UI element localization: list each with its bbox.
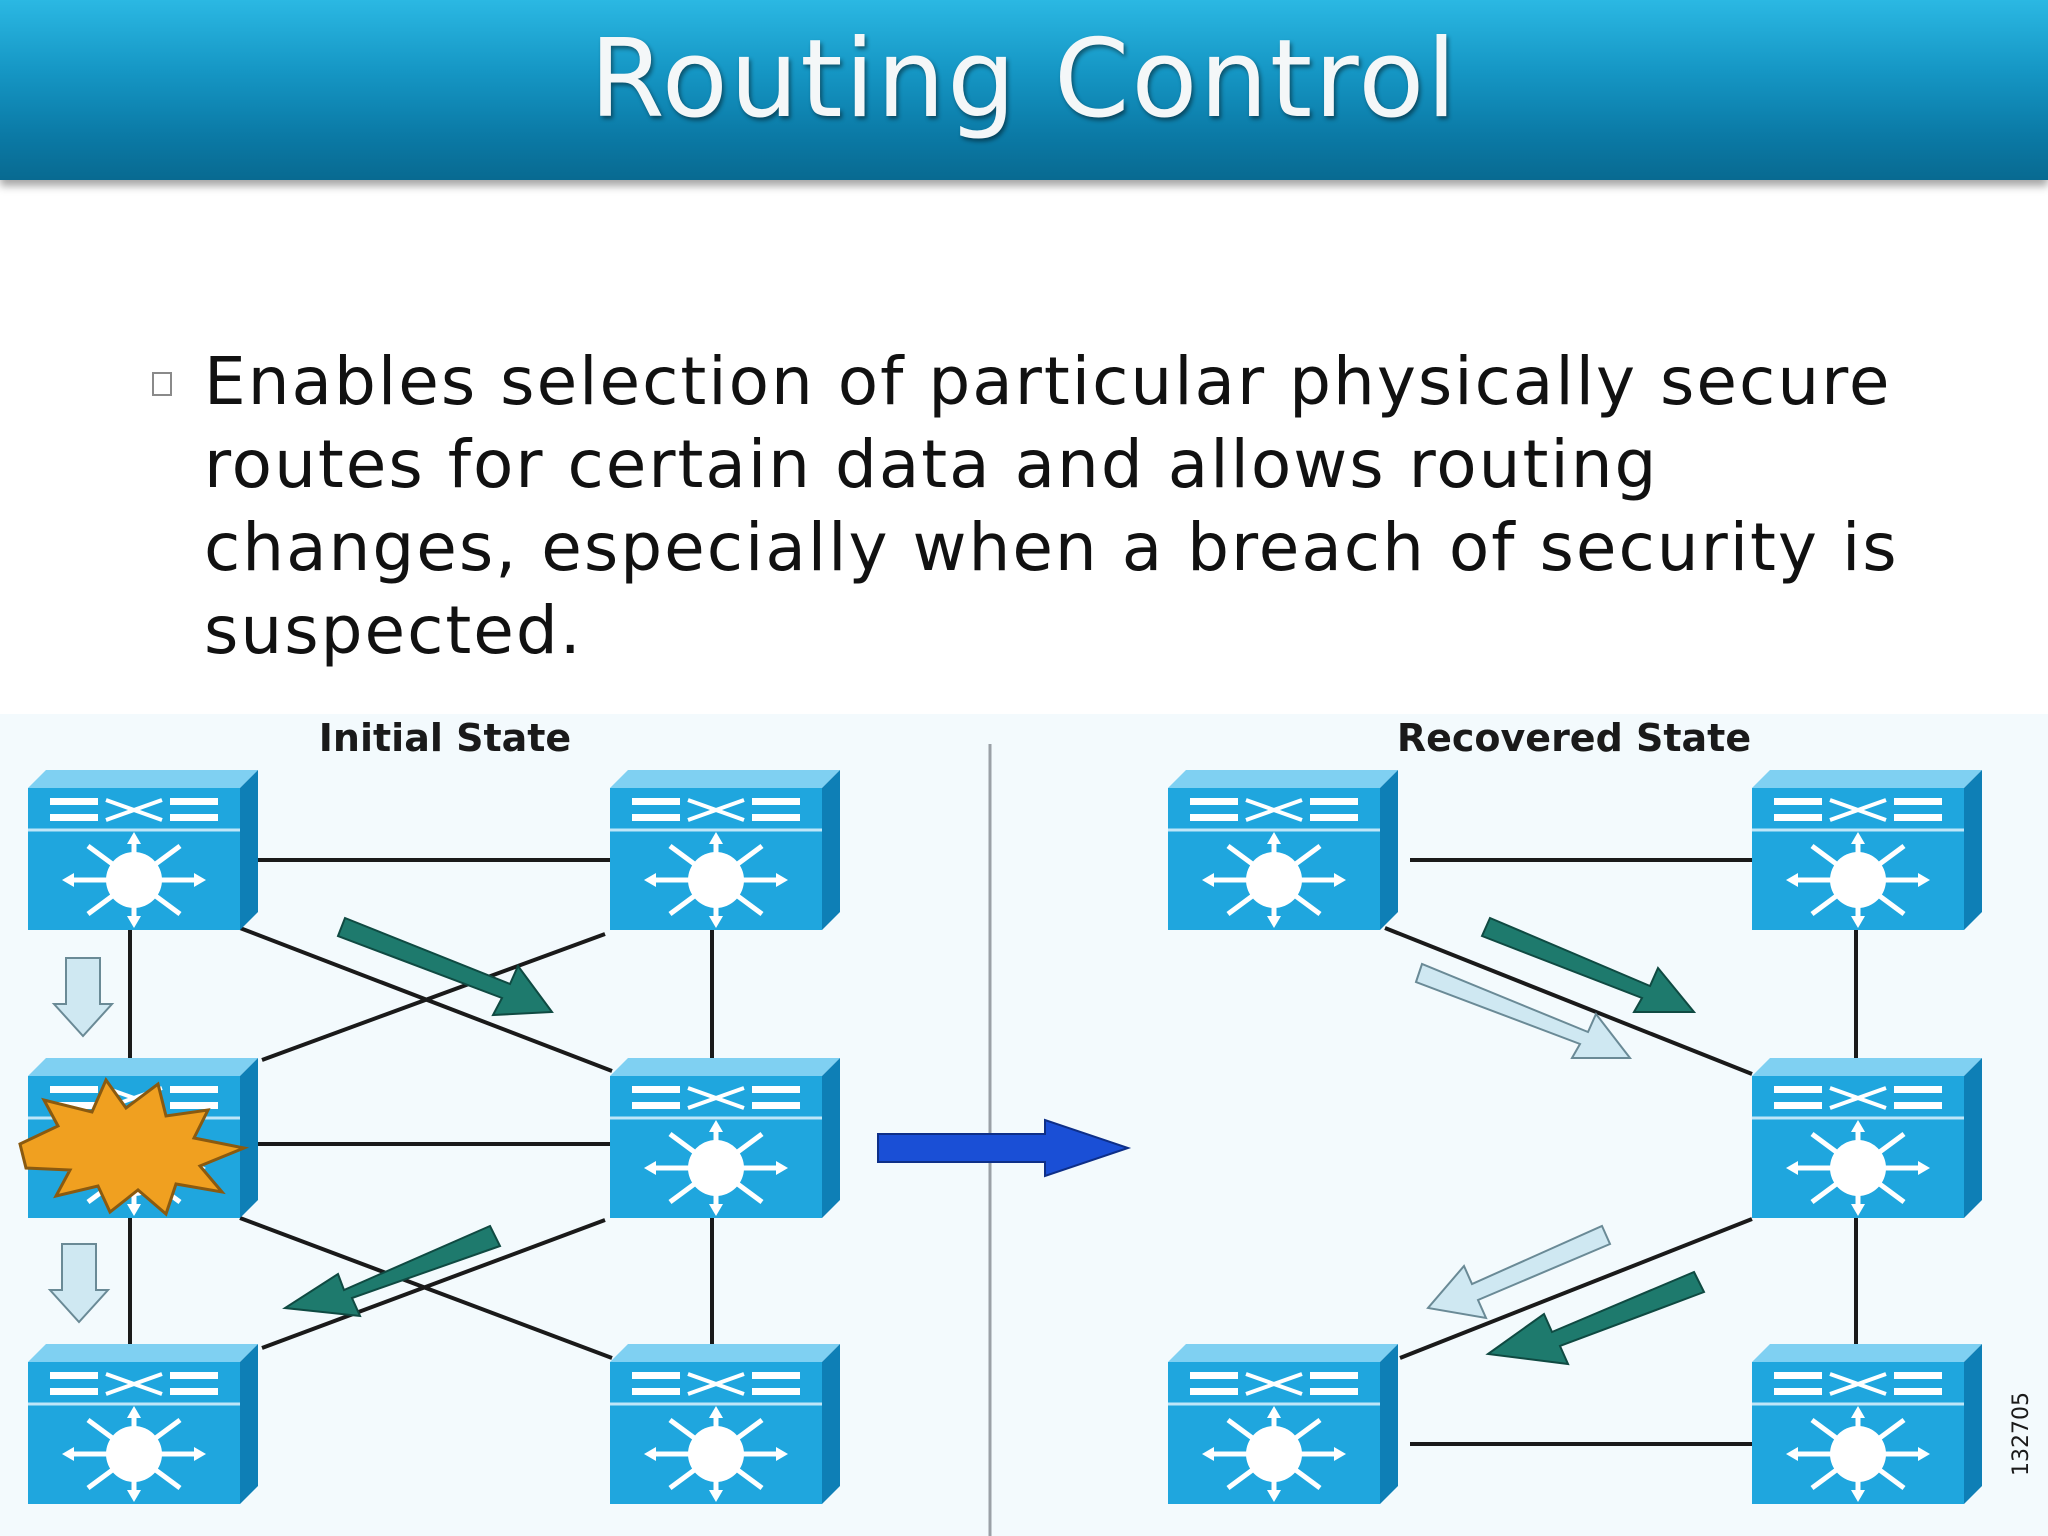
bullet-item: Enables selection of particular physical… bbox=[152, 340, 1932, 672]
initial-links bbox=[128, 858, 714, 1360]
failure-burst-icon bbox=[18, 1076, 250, 1217]
switch-recovered-mid-right bbox=[1752, 1058, 1982, 1218]
routing-diagram-svg: Initial State Recovered State bbox=[0, 714, 2048, 1536]
bullet-square-icon bbox=[152, 372, 172, 396]
switch-recovered-bottom-left bbox=[1168, 1344, 1398, 1504]
switch-initial-mid-right bbox=[610, 1058, 840, 1218]
switch-recovered-top-right bbox=[1752, 770, 1982, 930]
route-arrow-icon bbox=[336, 916, 554, 1017]
route-arrow-icon bbox=[1480, 916, 1697, 1013]
diagram-background bbox=[0, 714, 2048, 1536]
failover-down-arrow-icon bbox=[51, 957, 115, 1038]
panel-label-recovered: Recovered State bbox=[1397, 716, 1751, 760]
failover-down-arrow-icon bbox=[47, 1243, 111, 1324]
route-arrow-icon bbox=[282, 1224, 502, 1318]
bullet-text: Enables selection of particular physical… bbox=[204, 343, 1899, 669]
title-bar: Routing Control bbox=[0, 0, 2048, 180]
switch-initial-bottom-right bbox=[610, 1344, 840, 1504]
switch-initial-top-right bbox=[610, 770, 840, 930]
route-arrow-icon bbox=[1485, 1270, 1706, 1366]
slide-title: Routing Control bbox=[589, 17, 1459, 142]
panel-label-initial: Initial State bbox=[319, 716, 571, 760]
switch-recovered-top-left bbox=[1168, 770, 1398, 930]
transition-arrow-icon bbox=[877, 1118, 1132, 1178]
switch-initial-bottom-left bbox=[28, 1344, 258, 1504]
alternate-route-arrow-icon bbox=[1426, 1224, 1612, 1320]
alternate-route-arrow-icon bbox=[1414, 962, 1633, 1059]
switch-initial-top-left bbox=[28, 770, 258, 930]
initial-route-arrows bbox=[282, 916, 554, 1318]
figure-id: 132705 bbox=[2009, 1392, 2034, 1476]
routing-diagram: Initial State Recovered State bbox=[0, 714, 2048, 1536]
recovered-links bbox=[1384, 858, 1858, 1446]
switch-recovered-bottom-right bbox=[1752, 1344, 1982, 1504]
